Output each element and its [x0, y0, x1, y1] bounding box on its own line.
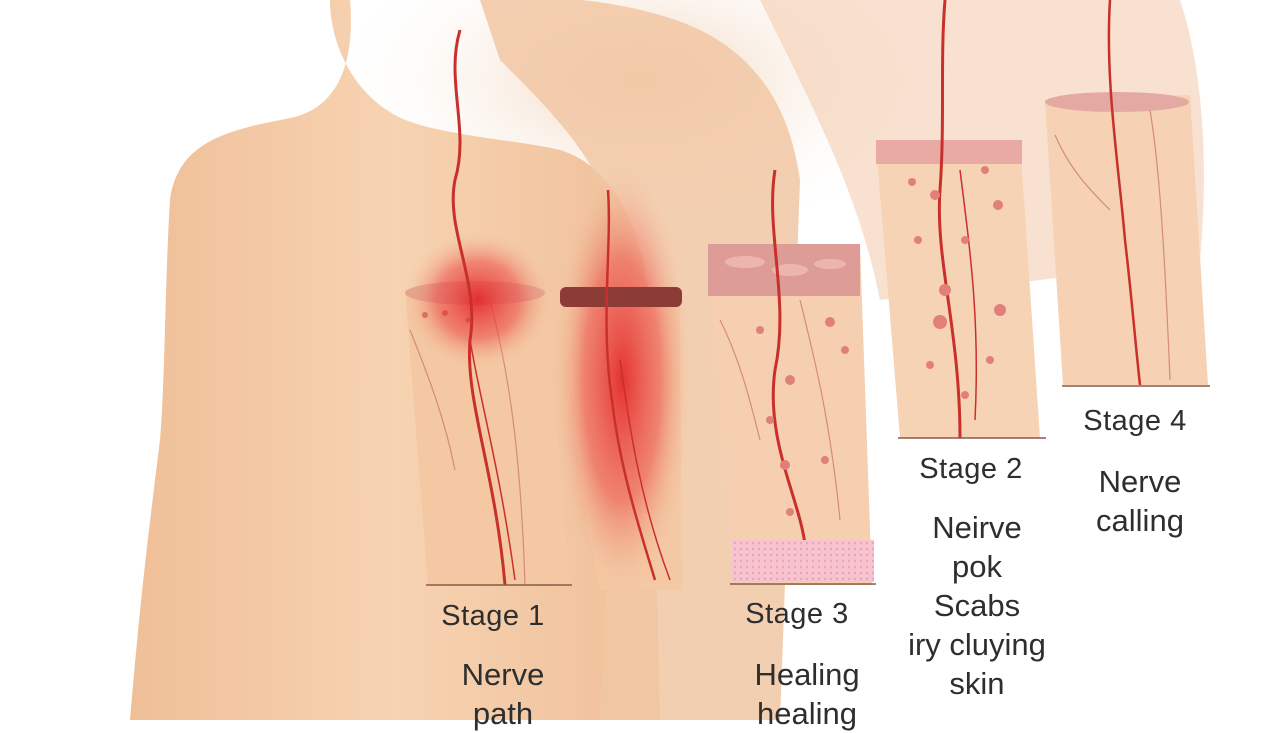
stage2-caption: Neirve pok Scabs iry cluying skin	[908, 510, 1046, 701]
stage3-limb	[708, 169, 876, 585]
stage2-nerve	[937, 0, 962, 439]
stage1-inflammation	[403, 230, 553, 370]
stage3-nerve	[771, 169, 807, 546]
stage3-title: Stage 3	[745, 598, 849, 630]
stage1b-limb	[552, 160, 692, 600]
stage4-limb	[1045, 0, 1210, 387]
stage4-title: Stage 4	[1083, 405, 1187, 437]
stage1-limb	[403, 29, 572, 586]
stage1-title: Stage 1	[441, 600, 545, 632]
stage3-healed-band	[732, 540, 874, 582]
stage3-caption: Healing healing	[754, 657, 860, 731]
stage2-limb	[876, 0, 1046, 439]
stage4-caption: Nerve calling	[1096, 464, 1184, 538]
stage4-nerve	[1107, 0, 1142, 386]
stage2-title: Stage 2	[919, 453, 1023, 485]
stage1-caption: Nerve path	[461, 657, 545, 731]
stage1-nerve	[451, 29, 507, 586]
